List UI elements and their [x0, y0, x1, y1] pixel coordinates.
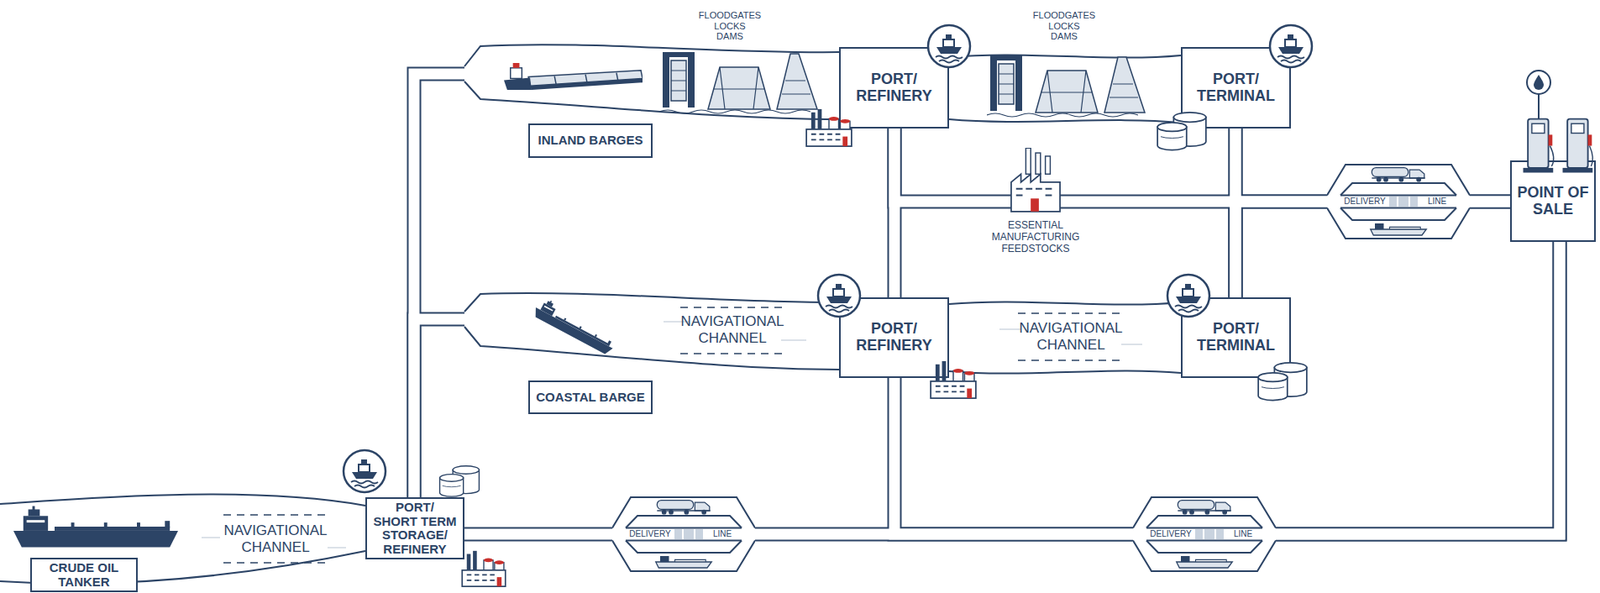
river-band: [464, 44, 840, 120]
port-icon: [343, 450, 386, 493]
caption-box: CRUDE OIL TANKER: [30, 557, 138, 593]
refinery-icon: [930, 361, 976, 399]
box-text: CRUDE OIL TANKER: [43, 561, 125, 589]
inland-barge: [503, 62, 643, 90]
channel-band: [464, 293, 840, 370]
box-text: POINT OF SALE: [1515, 184, 1591, 219]
delivery-line-label: LINE: [1426, 197, 1448, 206]
port-icon: [818, 274, 861, 317]
pipeline-interior: [894, 241, 1560, 535]
structure-label: FLOODGATES LOCKS DAMS: [692, 10, 768, 42]
port-icon: [1167, 274, 1210, 317]
delivery-line-label: DELIVERY: [1148, 529, 1192, 539]
channel-bank: [949, 301, 1181, 305]
river-bank: [464, 44, 840, 67]
river-bank: [949, 119, 1181, 123]
floodgates-locks-dams: [986, 55, 1145, 117]
channel-bank: [949, 370, 1181, 373]
pipeline-connector: [894, 241, 1560, 535]
structure-label: FLOODGATES LOCKS DAMS: [1026, 10, 1102, 42]
box-text: COASTAL BARGE: [533, 390, 648, 405]
pipeline-connector: [414, 73, 840, 498]
delivery-line-label: DELIVERY: [1342, 197, 1386, 206]
coastal-ship: [531, 295, 620, 357]
refinery-icon: [806, 109, 852, 147]
fuel-pumps-icon: [1523, 119, 1594, 174]
port-terminal-box: PORT/ TERMINAL: [1180, 297, 1291, 378]
box-text: PORT/ TERMINAL: [1191, 71, 1281, 105]
point-of-sale-box: POINT OF SALE: [1510, 160, 1596, 242]
delivery-line-label: LINE: [1232, 529, 1254, 539]
pipeline-connector: [464, 241, 1560, 535]
pipeline-interior: [894, 128, 1236, 298]
channel-label: NAVIGATIONAL CHANNEL: [669, 313, 796, 347]
channel-bank: [0, 494, 366, 506]
fuel-drop: [1533, 74, 1544, 90]
pipeline-interior: [464, 241, 1560, 535]
box-text: INLAND BARGES: [533, 133, 648, 148]
tanker-ship: [13, 506, 179, 548]
pipeline-connector: [894, 128, 1236, 298]
box-text: PORT/ SHORT TERM STORAGE/ REFINERY: [372, 500, 458, 557]
delivery-line-symbol: [1133, 497, 1276, 572]
channel-bank: [464, 293, 840, 312]
channel-band: [949, 301, 1181, 373]
caption-box: COASTAL BARGE: [528, 380, 653, 415]
storage-tanks-icon: [1157, 112, 1207, 151]
pump-stem: [1537, 94, 1540, 119]
port-refinery-box: PORT/ REFINERY: [839, 47, 950, 129]
pipeline-interior: [414, 73, 840, 498]
delivery-line-symbol: [612, 497, 756, 572]
caption-box: INLAND BARGES: [528, 123, 653, 158]
refinery-icon: [461, 550, 506, 587]
channel-bank: [464, 326, 840, 370]
port-refinery-box: PORT/ REFINERY: [839, 297, 950, 378]
channel-dash: [223, 514, 328, 563]
port-storage-refinery-box: PORT/ SHORT TERM STORAGE/ REFINERY: [365, 497, 465, 560]
port-icon: [1269, 25, 1312, 68]
factory-icon: [1011, 147, 1060, 212]
channel-label: NAVIGATIONAL CHANNEL: [1007, 320, 1134, 353]
river-bank: [949, 54, 1181, 58]
delivery-line-label: DELIVERY: [628, 529, 672, 539]
box-text: PORT/ TERMINAL: [1191, 320, 1281, 355]
river-band: [949, 54, 1181, 123]
feedstock-label: ESSENTIAL MANUFACTURING FEEDSTOCKS: [985, 220, 1086, 255]
delivery-line-symbol: [1327, 164, 1470, 239]
box-text: PORT/ REFINERY: [849, 320, 940, 355]
storage-tanks-icon: [440, 466, 480, 497]
port-terminal-box: PORT/ TERMINAL: [1180, 47, 1291, 129]
port-icon: [928, 25, 971, 68]
channel-label: NAVIGATIONAL CHANNEL: [212, 522, 339, 556]
fuel-drop-badge: [1526, 70, 1551, 95]
delivery-line-label: LINE: [712, 529, 733, 539]
storage-tanks-icon: [1258, 362, 1307, 401]
box-text: PORT/ REFINERY: [849, 71, 940, 105]
floodgates-locks-dams: [659, 52, 818, 114]
